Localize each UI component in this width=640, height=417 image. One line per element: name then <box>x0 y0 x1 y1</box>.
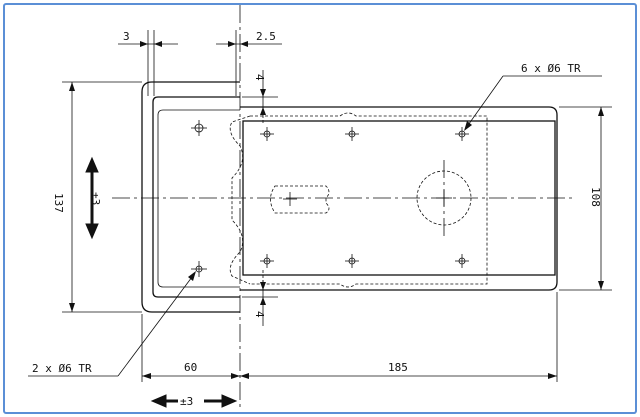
vertical-adjust-label: ±3 <box>89 192 102 205</box>
hole-mark <box>191 261 207 277</box>
dimension-label-60: 60 <box>184 361 197 374</box>
hole-mark <box>260 127 274 141</box>
dimension-label-108: 108 <box>589 187 602 207</box>
hole-mark <box>345 254 359 268</box>
hole-mark <box>455 127 469 141</box>
callout-two-holes: 2 x Ø6 TR <box>28 271 196 377</box>
callout-label-six-holes: 6 x Ø6 TR <box>521 62 581 75</box>
dimension-label-185: 185 <box>388 361 408 374</box>
callout-six-holes: 6 x Ø6 TR <box>464 62 602 131</box>
dimension-2-5: 2.5 <box>216 30 282 96</box>
drawing-frame <box>3 3 637 414</box>
dimension-4-top: 4 <box>242 70 278 115</box>
dimension-label-3: 3 <box>123 30 130 43</box>
dimension-185: 185 <box>240 292 558 382</box>
vertical-adjust-arrow: ±3 <box>85 156 102 240</box>
hole-mark <box>455 254 469 268</box>
hole-mark <box>283 192 297 206</box>
dimension-label-137: 137 <box>52 193 65 213</box>
dimension-108: 108 <box>559 106 612 291</box>
hole-mark <box>191 120 207 136</box>
dimension-label-2-5: 2.5 <box>256 30 276 43</box>
dimension-4-bottom: 4 <box>242 280 278 326</box>
dimension-3: 3 <box>118 30 178 96</box>
hole-mark <box>436 190 452 206</box>
horizontal-adjust-arrow: ±3 <box>150 393 238 408</box>
dimension-label-4-top: 4 <box>253 74 266 81</box>
hole-marks <box>191 120 469 277</box>
dimension-60: 60 <box>141 314 240 382</box>
callout-label-two-holes: 2 x Ø6 TR <box>32 362 92 375</box>
dimension-137: 137 <box>52 81 142 313</box>
hole-mark <box>260 254 274 268</box>
horizontal-adjust-label: ±3 <box>180 395 193 408</box>
hole-mark <box>345 127 359 141</box>
dimension-label-4-bottom: 4 <box>253 311 266 318</box>
